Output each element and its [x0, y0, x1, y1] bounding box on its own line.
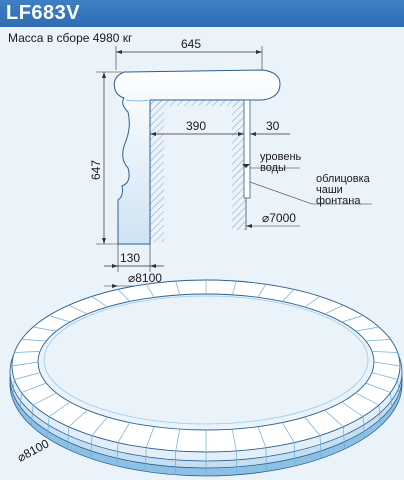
ring-segment-joint	[175, 281, 181, 295]
ring-segment-joint	[33, 326, 57, 332]
ring-segment-joint	[324, 304, 344, 315]
ring-segment-joint	[11, 361, 39, 367]
ring-side-joint	[12, 379, 15, 399]
ring-side-joint	[31, 404, 34, 426]
dim-face-label: 30	[266, 119, 280, 133]
header-bar: LF683V	[0, 0, 404, 27]
ring-segment-joint	[231, 281, 237, 295]
ring-segment-joint	[48, 315, 71, 323]
ring-segment-joint	[373, 361, 401, 367]
product-title: LF683V	[6, 2, 81, 24]
ring-segment-joint	[304, 296, 321, 308]
ring-segment-joint	[68, 304, 88, 315]
ring-segment-joint	[14, 351, 41, 353]
ring-segment-joint	[21, 382, 47, 393]
facing-label-2: чаши	[316, 184, 343, 196]
ring-segment-joint	[117, 422, 131, 443]
dim-diam-outer-label: ⌀8100	[128, 271, 162, 285]
ring-side-joint	[397, 379, 400, 399]
ring-diameter-label: ⌀8100	[15, 436, 52, 464]
bowl-facing	[243, 99, 251, 199]
dim-height: 647	[89, 71, 122, 245]
facing-label: облицовка чаши фонтана	[249, 173, 372, 207]
ring-segment-joint	[371, 372, 398, 380]
dim-face: 30	[250, 119, 290, 136]
ring-side-joint	[90, 435, 93, 459]
ring-segment-joint	[365, 382, 391, 393]
ring-side-joint	[116, 442, 119, 467]
ring-side-joint	[47, 416, 50, 439]
ring-side-joint	[319, 435, 322, 459]
ring-segment-joint	[257, 284, 267, 298]
coping-profile	[113, 69, 281, 245]
ring-side-joint	[145, 447, 147, 472]
ring-segment-joint	[91, 296, 108, 308]
ring-segment-joint	[91, 416, 108, 436]
ring-side-joint	[293, 442, 296, 467]
ring-segment-joint	[14, 372, 41, 380]
dim-inner: 390	[150, 119, 244, 136]
ring-side-joint	[342, 426, 345, 450]
ring-segment-joint	[355, 326, 379, 332]
mass-label: Масса в сборе 4980 кг	[8, 31, 133, 45]
dim-width: 645	[115, 37, 263, 70]
ring-segment-joint	[281, 422, 295, 443]
dim-base: 130	[104, 244, 164, 272]
hatched-wall	[149, 92, 247, 244]
ring-segment-joint	[282, 289, 295, 302]
ring-segment-joint	[21, 339, 47, 342]
dim-width-label: 645	[181, 37, 201, 51]
dim-base-label: 130	[120, 251, 140, 265]
ring-segment-joint	[175, 429, 181, 451]
water-level: уровень воды	[242, 151, 302, 174]
ring-segment-joint	[48, 401, 71, 417]
ring-segment-joint	[117, 289, 130, 302]
dim-height-label: 647	[89, 160, 103, 180]
facing-label-1: облицовка	[316, 173, 371, 185]
dim-inner-label: 390	[186, 119, 206, 133]
facing-label-3: фонтана	[316, 195, 361, 207]
ring-segment-joint	[32, 392, 57, 406]
ring-segment-joint	[324, 409, 344, 428]
ring-segment-joint	[68, 409, 88, 428]
ring-side-joint	[67, 426, 70, 450]
ring-side-joint	[390, 392, 393, 413]
ring-segment-joint	[365, 339, 391, 342]
ring-side-joint	[378, 404, 381, 426]
ring-side-joint	[362, 416, 365, 439]
ring-segment-joint	[341, 401, 364, 417]
ring-segment-joint	[355, 392, 380, 406]
ring-segment-joint	[341, 315, 364, 323]
fountain-ring	[9, 279, 403, 477]
ring-segment-joint	[231, 429, 237, 451]
dim-diam-inner-label: ⌀7000	[262, 211, 296, 225]
ring-segment-joint	[145, 426, 155, 448]
dim-diam-inner: ⌀7000	[246, 211, 300, 228]
water-label-2: воды	[260, 162, 286, 174]
ring-segment-joint	[257, 426, 267, 448]
ring-segment-joint	[371, 351, 398, 353]
ring-side-joint	[19, 392, 22, 413]
ring-side-joint	[265, 447, 267, 472]
ring-segment-joint	[145, 284, 155, 298]
water-label-1: уровень	[260, 151, 302, 163]
ring-segment-joint	[304, 416, 321, 436]
